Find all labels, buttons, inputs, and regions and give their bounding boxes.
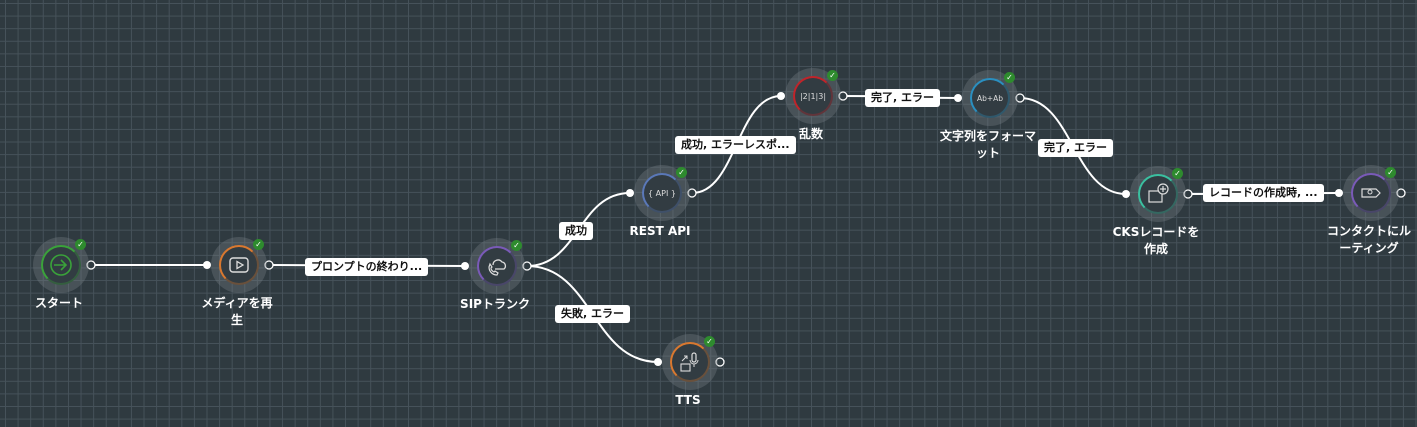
node-label: CKSレコードを作成: [1112, 225, 1200, 256]
input-port[interactable]: [626, 189, 634, 197]
play-media-icon: [229, 257, 249, 273]
svg-text:Ab+Ab: Ab+Ab: [977, 94, 1003, 103]
sip-cloud-phone-icon: [488, 259, 507, 276]
output-port[interactable]: [264, 260, 274, 270]
success-check-icon: ✓: [75, 239, 86, 250]
success-check-icon: ✓: [253, 239, 264, 250]
svg-text:|2|1|3|: |2|1|3|: [800, 92, 826, 101]
output-port[interactable]: [838, 91, 848, 101]
route-contact-icon: [1361, 188, 1381, 198]
tts-mic-icon: [680, 352, 699, 372]
input-port[interactable]: [654, 358, 662, 366]
edge-label[interactable]: 完了, エラー: [865, 89, 941, 107]
node-ring[interactable]: [670, 342, 710, 382]
edge-label[interactable]: 完了, エラー: [1038, 139, 1114, 157]
output-port[interactable]: [687, 188, 697, 198]
edge-label[interactable]: プロンプトの終わり...: [305, 258, 429, 276]
input-port[interactable]: [954, 94, 962, 102]
output-port[interactable]: [522, 261, 532, 271]
node-ring[interactable]: [41, 245, 81, 285]
node-label: コンタクトにルーティング: [1326, 224, 1411, 255]
input-port[interactable]: [461, 262, 469, 270]
random-number-icon: |2|1|3|: [800, 92, 826, 101]
node-ring[interactable]: [1138, 174, 1178, 214]
output-port[interactable]: [1183, 189, 1193, 199]
edge-label[interactable]: レコードの作成時, ...: [1203, 184, 1324, 202]
node-ring[interactable]: [219, 245, 259, 285]
input-port[interactable]: [203, 261, 211, 269]
svg-text:{ API }: { API }: [649, 189, 675, 198]
api-braces-icon: { API }: [649, 189, 675, 198]
create-record-icon: [1148, 183, 1169, 203]
string-format-icon: Ab+Ab: [977, 94, 1003, 103]
node-label: 文字列をフォーマット: [939, 129, 1036, 160]
success-check-icon: ✓: [704, 336, 715, 347]
output-port[interactable]: [86, 260, 96, 270]
node-label: REST API: [629, 224, 691, 238]
node-label: 乱数: [798, 127, 823, 141]
edge-label[interactable]: 成功, エラーレスポ...: [675, 136, 796, 154]
edge-label[interactable]: 成功: [559, 222, 593, 240]
node-ring[interactable]: [477, 246, 517, 286]
edge-label[interactable]: 失敗, エラー: [555, 305, 631, 323]
input-port[interactable]: [777, 92, 785, 100]
node-label: TTS: [675, 393, 701, 407]
node-label: SIPトランク: [460, 297, 530, 311]
start-arrow-icon: [50, 254, 72, 276]
node-ring[interactable]: [1351, 173, 1391, 213]
output-port[interactable]: [1396, 188, 1406, 198]
success-check-icon: ✓: [1385, 167, 1396, 178]
node-label: メディアを再生: [201, 296, 273, 327]
success-check-icon: ✓: [1004, 72, 1015, 83]
success-check-icon: ✓: [511, 240, 522, 251]
success-check-icon: ✓: [1172, 168, 1183, 179]
node-ring[interactable]: { API }: [642, 173, 682, 213]
input-port[interactable]: [1335, 189, 1343, 197]
success-check-icon: ✓: [676, 167, 687, 178]
node-ring[interactable]: |2|1|3|: [793, 76, 833, 116]
node-ring[interactable]: Ab+Ab: [970, 78, 1010, 118]
output-port[interactable]: [1015, 93, 1025, 103]
node-label: スタート: [34, 296, 83, 310]
input-port[interactable]: [1122, 190, 1130, 198]
success-check-icon: ✓: [827, 70, 838, 81]
output-port[interactable]: [715, 357, 725, 367]
